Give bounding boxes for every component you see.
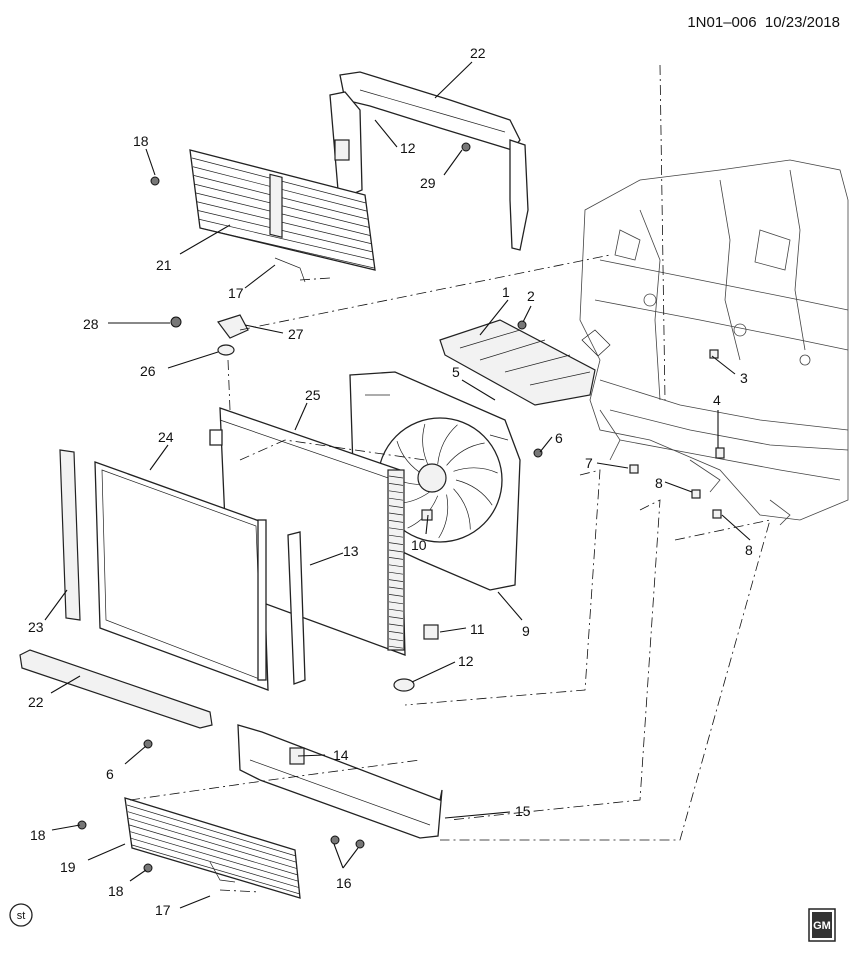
callout-27: 21 [156,257,172,273]
detail-line [195,192,371,236]
detail-line [388,586,404,590]
callout-11: 11 [470,621,485,637]
callout-16: 16 [336,875,352,891]
st-badge-icon: st [9,903,33,927]
fan-blade [446,442,485,466]
callout-9: 9 [522,623,530,639]
st-badge-label: st [17,910,26,922]
callout-14-upper: 12 [400,140,416,156]
callout-1: 1 [502,284,510,300]
detail-line [388,557,404,560]
detail-line [388,594,404,597]
upper-shutter-assembly-27 [189,149,376,271]
callout-22: 24 [158,429,174,445]
detail-line [131,844,301,895]
callout-numbers: 22 12 18 29 21 17 28 27 26 1 2 3 5 4 25 … [28,45,753,918]
detail-line [197,210,373,253]
detail-line [388,549,404,553]
fan-blade [453,488,471,530]
fan-blade [438,494,449,539]
detail-line [388,564,404,568]
upper-support-bracket-28 [329,71,529,251]
callout-21: 23 [28,619,44,635]
detail-line [388,505,404,508]
detail-line [388,631,404,634]
detail-line [388,520,404,523]
detail-line [388,512,404,516]
callout-23: 25 [305,387,321,403]
fan-blade [455,479,493,506]
detail-line [388,483,404,486]
side-bracket-13 [287,531,306,685]
detail-line [388,571,404,575]
detail-line [129,824,299,876]
callout-6-lower: 6 [106,766,114,782]
detail-line [130,831,299,882]
detail-line [388,475,404,479]
callout-17-lower: 17 [155,902,171,918]
detail-line [388,608,404,612]
detail-line [388,490,404,494]
callout-15: 15 [515,803,531,819]
callout-18-upper: 18 [133,133,149,149]
callout-18-lower-a: 18 [30,827,46,843]
detail-line [127,811,297,863]
gm-logo-icon: GM [808,908,836,942]
detail-line [128,817,298,870]
drawing-date: 10/23/2018 [764,14,840,31]
air-baffle-1 [439,319,596,406]
callout-24: 26 [140,363,156,379]
detail-line [126,804,297,857]
side-seal-21 [59,449,81,621]
vehicle-body-structure [579,159,849,526]
callout-17-upper: 17 [228,285,244,301]
detail-line [388,542,404,545]
fan-blade [453,467,498,474]
callout-14-lower: 14 [333,747,349,763]
callout-13: 13 [343,543,359,559]
leader-lines [44,61,751,909]
detail-line [199,227,375,269]
drawing-header: 1N01–006 10/23/2018 [560,14,840,31]
callout-7: 7 [585,455,593,471]
detail-line [388,579,404,582]
callout-28: 22 [470,45,486,61]
callout-12: 12 [458,653,474,669]
detail-line [388,645,404,649]
callout-19: 19 [60,859,76,875]
gm-logo-label: GM [813,920,831,932]
detail-line [388,527,404,531]
callout-4: 4 [713,392,721,408]
callout-20: 22 [28,694,44,710]
detail-line [388,601,404,605]
drawing-id: 1N01–006 [687,14,757,31]
detail-line [131,837,300,889]
callout-5: 5 [452,364,460,380]
callout-26: 28 [83,316,99,332]
lower-shutter-assembly-19 [124,797,301,899]
callout-8-lower: 8 [745,542,753,558]
condenser-22 [94,461,269,691]
callout-25: 27 [288,326,304,342]
detail-line [388,623,404,627]
lower-bracket-15 [237,724,443,839]
lower-seal-20 [19,649,213,729]
callout-18-lower-b: 18 [108,883,124,899]
assembly-lines [129,64,771,893]
detail-line [388,497,404,501]
detail-line [388,534,404,538]
detail-line [388,616,404,619]
callout-3: 3 [740,370,748,386]
callout-6-right: 6 [555,430,563,446]
callout-2: 2 [527,288,535,304]
callout-8-upper: 8 [655,475,663,491]
detail-line [196,201,372,244]
callout-10: 10 [411,537,427,553]
fan-blade [437,424,458,465]
detail-line [388,638,404,642]
callout-29: 29 [420,175,436,191]
